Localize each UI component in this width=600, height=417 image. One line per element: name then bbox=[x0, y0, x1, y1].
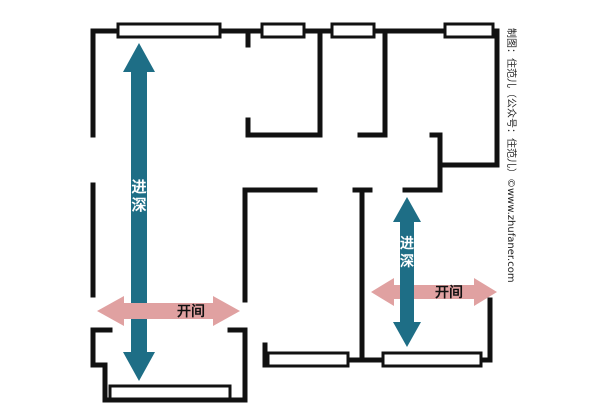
window-bottom-left bbox=[108, 384, 232, 401]
width-arrow-left bbox=[97, 296, 240, 326]
labels: 进 深 开间 进 深 开间 bbox=[131, 178, 463, 320]
depth-label-left-char1: 进 bbox=[131, 178, 146, 196]
depth-label-left-char2: 深 bbox=[131, 196, 146, 214]
width-label-left: 开间 bbox=[177, 303, 205, 320]
dimension-arrows bbox=[97, 43, 497, 381]
window-bottom-right bbox=[381, 351, 483, 368]
width-arrow-right bbox=[371, 278, 497, 306]
windows bbox=[108, 22, 495, 401]
window-top-mid2 bbox=[330, 22, 376, 39]
credit-text: 制图：住范儿（公众号：住范儿）©www.zhufaner.com bbox=[505, 28, 518, 283]
depth-arrow-right bbox=[393, 197, 421, 347]
walls bbox=[90, 28, 500, 403]
window-top-mid1 bbox=[260, 22, 306, 39]
window-top-right bbox=[443, 22, 495, 39]
depth-label-right-char1: 进 bbox=[400, 236, 414, 252]
width-label-right: 开间 bbox=[435, 284, 463, 301]
window-top-left bbox=[116, 22, 222, 39]
depth-label-right-char2: 深 bbox=[400, 253, 414, 270]
window-bottom-mid bbox=[266, 351, 350, 368]
depth-arrow-left bbox=[123, 43, 155, 381]
